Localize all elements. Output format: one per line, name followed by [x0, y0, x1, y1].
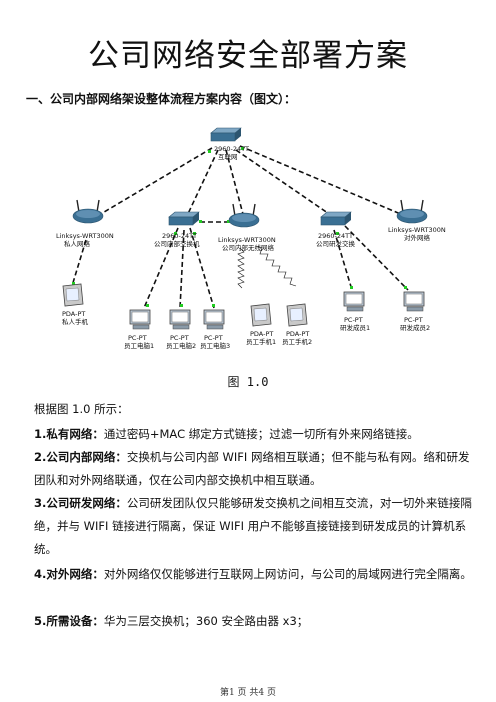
item-1-text: 通过密码+MAC 绑定方式链接；过滤一切所有外来网络链接。: [103, 427, 419, 441]
connection-lines: [71, 145, 411, 309]
intro-text: 根据图 1.0 所示：: [34, 402, 129, 416]
pda1-label: 员工手机1: [246, 337, 276, 346]
item-4-label: 4.对外网络：: [34, 567, 104, 581]
item-3-text: 公司研发团队仅只能够研发交换机之间相互交流，对一切外来链接隔绝，并与 WIFI …: [34, 496, 472, 556]
pc3-label: 员工电脑3: [200, 341, 230, 350]
router-internal-model: Linksys-WRT300N: [218, 236, 276, 244]
network-topology-diagram: 2960-24TT 互联网 Linksys-WRT300N 私人网络 2960-…: [56, 127, 446, 350]
staff-switch-icon: [168, 211, 200, 226]
pc2-icon: [169, 309, 191, 330]
rd2-label: 研发成员2: [400, 323, 430, 332]
figure-caption: 图 1.0: [227, 375, 269, 389]
item-4-text: 对外网络仅仅能够进行互联网上网访问，与公司的局域网进行完全隔离。: [103, 567, 472, 581]
rd1-icon: [343, 291, 365, 312]
item-5: 5.所需设备：华为三层交换机；360 安全路由器 x3；: [34, 610, 474, 633]
core-switch-icon: [210, 127, 242, 142]
item-5-text: 华为三层交换机；360 安全路由器 x3；: [103, 614, 309, 628]
link-staff-pc1: [143, 227, 179, 309]
pda2-icon: [286, 303, 308, 327]
wireless-pda2: [255, 245, 297, 287]
item-2-text: 交换机与公司内部 WIFI 网络相互联通；但不能与私有网。络和研发团队和对外网络…: [34, 450, 470, 487]
staff-switch-label: 公司内部交换机: [154, 239, 200, 248]
router-private-label: 私人网络: [64, 239, 91, 248]
link-core-private: [93, 147, 213, 219]
router-external-icon: [396, 199, 428, 224]
link-core-internal: [225, 149, 245, 219]
pc2-label: 员工电脑2: [166, 341, 196, 350]
router-private-icon: [72, 199, 104, 224]
pc1-model: PC-PT: [128, 334, 147, 342]
item-4: 4.对外网络：对外网络仅仅能够进行互联网上网访问，与公司的局域网进行完全隔离。: [34, 563, 474, 586]
pc1-label: 员工电脑1: [124, 341, 154, 350]
router-internal-label: 公司内部无线网络: [222, 243, 275, 252]
link-core-staffswitch: [185, 149, 219, 219]
link-staff-pc3: [189, 227, 215, 309]
staff-switch-model: 2960-24TT: [162, 232, 197, 240]
item-1-label: 1.私有网络：: [34, 427, 104, 441]
item-5-label: 5.所需设备：: [34, 614, 104, 628]
pda2-label: 员工手机2: [282, 337, 312, 346]
router-external-label: 对外网络: [404, 233, 431, 242]
pda-private-model: PDA-PT: [62, 310, 85, 318]
core-switch-model: 2960-24TT: [214, 145, 249, 153]
rd2-icon: [403, 291, 425, 312]
pda1-icon: [250, 303, 272, 327]
section-heading: 一、公司内部网络架设整体流程方案内容（图文）：: [26, 92, 297, 106]
router-private-model: Linksys-WRT300N: [56, 232, 114, 240]
rd-switch-icon: [320, 211, 352, 226]
pc1-icon: [129, 309, 151, 330]
wireless-lines: [237, 245, 297, 289]
wireless-pda1: [237, 247, 245, 289]
pc3-icon: [203, 309, 225, 330]
item-3-label: 3.公司研发网络：: [34, 496, 127, 510]
rd1-model: PC-PT: [344, 316, 363, 324]
rd-switch-label: 公司研发交换: [316, 239, 356, 248]
document-title: 公司网络安全部署方案: [88, 38, 408, 74]
page-footer: 第1 页 共4 页: [219, 688, 277, 698]
pc2-model: PC-PT: [170, 334, 189, 342]
rd1-label: 研发成员1: [340, 323, 370, 332]
link-core-external: [239, 145, 411, 219]
pc3-model: PC-PT: [204, 334, 223, 342]
link-rd-pc2: [344, 225, 409, 291]
link-private-pda: [71, 239, 87, 287]
item-2-label: 2.公司内部网络：: [34, 450, 127, 464]
item-2: 2.公司内部网络：交换机与公司内部 WIFI 网络相互联通；但不能与私有网。络和…: [34, 446, 474, 492]
item-3: 3.公司研发网络：公司研发团队仅只能够研发交换机之间相互交流，对一切外来链接隔绝…: [34, 492, 474, 561]
pda2-model: PDA-PT: [286, 330, 309, 338]
link-rd-pc1: [333, 229, 353, 291]
core-switch-label: 互联网: [218, 152, 238, 161]
pda-private-label: 私人手机: [62, 317, 89, 326]
item-1: 1.私有网络：通过密码+MAC 绑定方式链接；过滤一切所有外来网络链接。: [34, 423, 474, 446]
router-internal-icon: [228, 203, 260, 228]
pda1-model: PDA-PT: [250, 330, 273, 338]
rd-switch-model: 2960-24TT: [318, 232, 353, 240]
link-staff-pc2: [179, 229, 185, 309]
rd2-model: PC-PT: [404, 316, 423, 324]
router-external-model: Linksys-WRT300N: [388, 226, 446, 234]
pda-private-icon: [62, 283, 84, 307]
link-core-rdswitch: [235, 149, 336, 219]
